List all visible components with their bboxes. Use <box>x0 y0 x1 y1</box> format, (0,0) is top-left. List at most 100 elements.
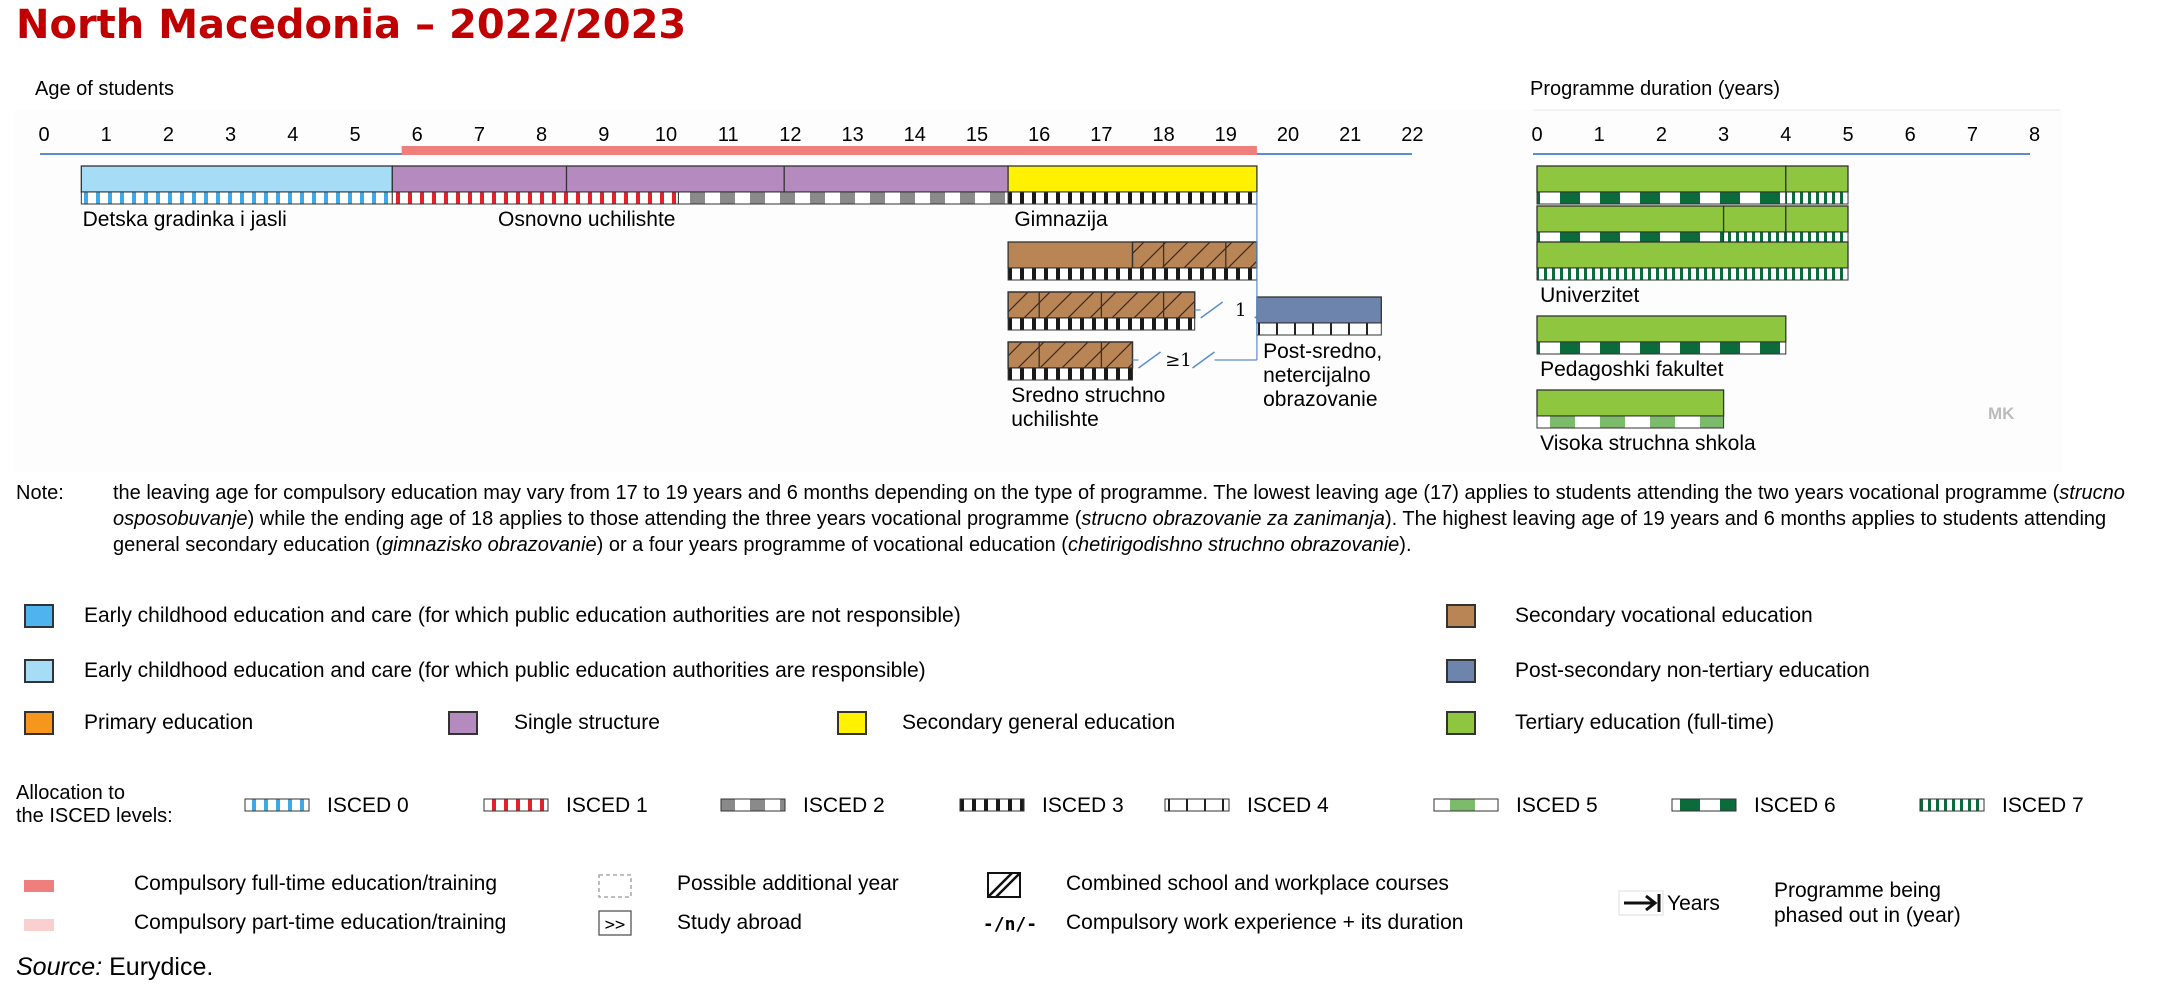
legend-swatch-isced3 <box>959 798 1025 812</box>
age-tick-label: 0 <box>38 124 49 146</box>
programme-bar: ≥1 <box>1007 341 1257 381</box>
legend-swatch-compulsory-full <box>24 880 54 892</box>
legend-label-additional-year: Possible additional year <box>677 872 899 895</box>
legend-label-combined: Combined school and workplace courses <box>1066 872 1449 895</box>
work-experience-duration: ≥1 <box>1165 350 1192 371</box>
age-tick-label: 4 <box>287 124 298 146</box>
compulsory-full-time-bar <box>401 146 1257 155</box>
legend-swatch-tertiary <box>1446 711 1476 735</box>
isced-strip <box>1536 415 1725 429</box>
combined-workplace-hatch <box>1007 341 1134 369</box>
legend-swatch-compulsory-part <box>24 919 54 931</box>
legend-label-isced7: ISCED 7 <box>2002 794 2084 817</box>
legend-swatch-study-abroad <box>598 910 632 936</box>
programme-bar <box>391 165 1009 205</box>
label-sredno-struchno: Sredno struchno uchilishte <box>1011 384 1166 431</box>
programme-bar <box>1256 296 1382 336</box>
age-tick-label: 1 <box>101 124 112 146</box>
legend-label-isced5: ISCED 5 <box>1516 794 1598 817</box>
legend-swatch-isced2 <box>720 798 786 812</box>
work-experience-slash <box>1200 301 1224 319</box>
programme-fill <box>1007 165 1258 193</box>
programme-bar <box>80 165 393 205</box>
label-tertiary: Visoka struchna shkola <box>1540 432 1756 455</box>
legend-swatch-ecec-responsible <box>24 659 54 683</box>
isced-strip <box>1007 367 1133 381</box>
legend-label-study-abroad: Study abroad <box>677 911 802 934</box>
duration-tick-label: 8 <box>2029 124 2040 146</box>
age-tick-label: 6 <box>412 124 423 146</box>
work-experience-duration: 1 <box>1235 300 1246 321</box>
age-tick-label: 16 <box>1028 124 1050 146</box>
combined-hatch-line <box>987 872 1013 898</box>
page-title: North Macedonia – 2022/2023 <box>16 2 687 48</box>
age-axis-title: Age of students <box>35 78 174 100</box>
tertiary-programme-bar <box>1536 205 1849 245</box>
source-label: Source: <box>16 953 103 981</box>
legend-label-phased-out: Programme being phased out in (year) <box>1774 879 1961 927</box>
note-label: Note: <box>16 482 64 504</box>
country-code: MK <box>1988 404 2015 423</box>
tertiary-programme-bar <box>1536 389 1725 429</box>
legend-label-isced3: ISCED 3 <box>1042 794 1124 817</box>
duration-tick-label: 0 <box>1531 124 1542 146</box>
legend-label-post-secondary: Post-secondary non-tertiary education <box>1515 659 1870 682</box>
tertiary-fill <box>1536 241 1849 269</box>
label-osnovno-uchilishte: Osnovno uchilishte <box>498 208 676 231</box>
source-text: Eurydice. <box>109 953 214 981</box>
legend-label-work-experience: Compulsory work experience + its duratio… <box>1066 911 1464 934</box>
legend-label-compulsory-part: Compulsory part-time education/training <box>134 911 507 934</box>
age-tick-label: 3 <box>225 124 236 146</box>
duration-tick-label: 6 <box>1905 124 1916 146</box>
legend-swatch-isced0 <box>244 798 310 812</box>
legend-label-ecec-not-responsible: Early childhood education and care (for … <box>84 604 961 627</box>
duration-tick-label: 4 <box>1780 124 1791 146</box>
legend-swatch-isced6 <box>1671 798 1737 812</box>
legend-label-isced6: ISCED 6 <box>1754 794 1836 817</box>
duration-tick-label: 3 <box>1718 124 1729 146</box>
label-tertiary: Univerzitet <box>1540 284 1640 307</box>
label-post-sredno: Post-sredno, netercijalno obrazovanie <box>1263 340 1383 411</box>
legend-swatch-post-secondary <box>1446 659 1476 683</box>
age-tick-label: 5 <box>349 124 360 146</box>
legend-label-isced1: ISCED 1 <box>566 794 648 817</box>
age-tick-label: 19 <box>1215 124 1237 146</box>
work-experience-slash <box>1138 351 1161 369</box>
legend-swatch-secondary-vocational <box>1446 604 1476 628</box>
duration-axis-title: Programme duration (years) <box>1530 78 1781 100</box>
age-tick-label: 13 <box>841 124 863 146</box>
work-experience-glyph: -/n/- <box>983 914 1037 935</box>
label-tertiary: Pedagoshki fakultet <box>1540 358 1724 381</box>
age-tick-label: 15 <box>966 124 988 146</box>
legend-swatch-additional-year <box>598 874 632 898</box>
isced-strip <box>1536 341 1787 355</box>
age-tick-label: 21 <box>1339 124 1361 146</box>
age-tick-label: 17 <box>1090 124 1112 146</box>
legend-label-tertiary: Tertiary education (full-time) <box>1515 711 1775 734</box>
combined-hatch-line <box>995 872 1021 898</box>
programme-bar <box>1007 165 1258 205</box>
label-gimnazija: Gimnazija <box>1014 208 1108 231</box>
isced-strip <box>1536 267 1849 281</box>
duration-tick-label: 2 <box>1656 124 1667 146</box>
age-tick-label: 7 <box>474 124 485 146</box>
work-experience-slash <box>1192 351 1215 369</box>
combined-workplace-hatch <box>1131 241 1258 269</box>
age-tick-label: 18 <box>1152 124 1174 146</box>
age-tick-label: 14 <box>904 124 926 146</box>
legend-label-secondary-general: Secondary general education <box>902 711 1176 734</box>
age-tick-label: 22 <box>1401 124 1423 146</box>
legend-swatch-ecec-not-responsible <box>24 604 54 628</box>
tertiary-fill <box>1536 389 1725 417</box>
age-tick-label: 10 <box>655 124 677 146</box>
legend-label-secondary-vocational: Secondary vocational education <box>1515 604 1813 627</box>
legend-label-isced4: ISCED 4 <box>1247 794 1329 817</box>
tertiary-fill <box>1785 205 1849 233</box>
duration-tick-label: 7 <box>1967 124 1978 146</box>
tertiary-programme-bar <box>1536 241 1849 281</box>
age-tick-label: 20 <box>1277 124 1299 146</box>
legend-swatch-primary <box>24 711 54 735</box>
duration-tick-label: 1 <box>1594 124 1605 146</box>
note-text: the leaving age for compulsory education… <box>113 482 2125 556</box>
age-tick-label: 11 <box>718 124 739 146</box>
